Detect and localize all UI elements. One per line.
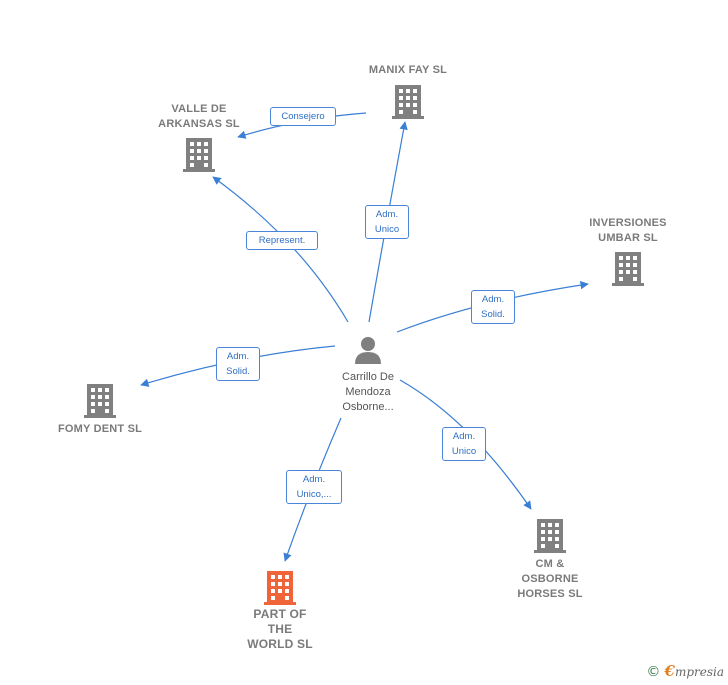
company-node-fomy-dent[interactable]: FOMY DENT SL — [40, 382, 160, 437]
person-node[interactable]: Carrillo De Mendoza Osborne... — [320, 335, 416, 415]
building-icon — [183, 138, 215, 172]
company-name: MANIX FAY SL — [368, 64, 448, 76]
company-node-cm-osborne-horses[interactable]: CM & OSBORNE HORSES SL — [490, 517, 610, 602]
company-node-inversiones-umbar[interactable]: INVERSIONES UMBAR SL — [568, 216, 688, 286]
company-name: FOMY DENT SL — [57, 423, 143, 435]
building-icon — [612, 252, 644, 286]
building-icon — [84, 384, 116, 418]
edge-label-consejero: Consejero — [270, 107, 336, 126]
edge-label-adm-unico-cm: Adm. Unico — [442, 427, 486, 461]
person-name: Carrillo De Mendoza Osborne... — [342, 371, 394, 413]
company-node-manix-fay[interactable]: MANIX FAY SL — [348, 63, 468, 119]
brand-name: mpresia — [674, 665, 724, 679]
company-node-valle-de-arkansas[interactable]: VALLE DE ARKANSAS SL — [136, 102, 262, 172]
building-icon — [392, 85, 424, 119]
company-name: CM & OSBORNE HORSES SL — [517, 558, 583, 600]
building-icon — [264, 571, 296, 605]
company-name: INVERSIONES UMBAR SL — [589, 217, 667, 244]
edge-label-adm-solid-umbar: Adm. Solid. — [471, 290, 515, 324]
copyright-brand: © €mpresia — [646, 662, 724, 680]
edge-label-adm-unico-manix: Adm. Unico — [365, 205, 409, 239]
brand-logo-initial: € — [664, 662, 675, 680]
copyright-symbol: © — [646, 664, 661, 680]
company-name: PART OF THE WORLD SL — [247, 607, 313, 651]
company-node-part-of-the-world[interactable]: PART OF THE WORLD SL — [220, 569, 340, 652]
company-name: VALLE DE ARKANSAS SL — [158, 103, 240, 130]
building-icon — [534, 519, 566, 553]
person-icon — [355, 337, 381, 364]
edge-label-adm-unico-part: Adm. Unico,... — [286, 470, 342, 504]
edge-label-represent: Represent. — [246, 231, 318, 250]
edge-label-adm-solid-fomy: Adm. Solid. — [216, 347, 260, 381]
